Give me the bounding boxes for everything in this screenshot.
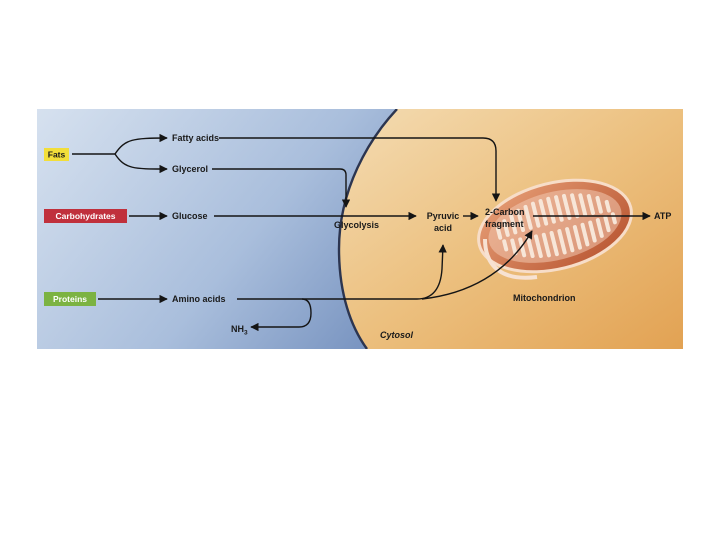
fats-box: Fats	[44, 148, 69, 161]
glycerol-label: Glycerol	[172, 164, 208, 174]
carbohydrates-label: Carbohydrates	[56, 211, 116, 221]
proteins-box: Proteins	[44, 292, 96, 306]
atp-label: ATP	[654, 211, 671, 221]
mitochondrion-label: Mitochondrion	[513, 293, 576, 303]
pyruvic-acid-label-line2: acid	[434, 223, 452, 233]
carbon-fragment-label-line2: fragment	[485, 219, 524, 229]
glucose-label: Glucose	[172, 211, 208, 221]
fats-label: Fats	[48, 150, 66, 160]
pyruvic-acid-label-line1: Pyruvic	[427, 211, 460, 221]
carbohydrates-box: Carbohydrates	[44, 209, 127, 223]
amino-acids-label: Amino acids	[172, 294, 226, 304]
glycolysis-label: Glycolysis	[334, 220, 379, 230]
cytosol-label: Cytosol	[380, 330, 414, 340]
carbon-fragment-label-line1: 2-Carbon	[485, 207, 525, 217]
fatty-acids-label: Fatty acids	[172, 133, 219, 143]
proteins-label: Proteins	[53, 294, 87, 304]
metabolism-diagram: Fats Carbohydrates Proteins Fatty acids …	[37, 109, 683, 349]
